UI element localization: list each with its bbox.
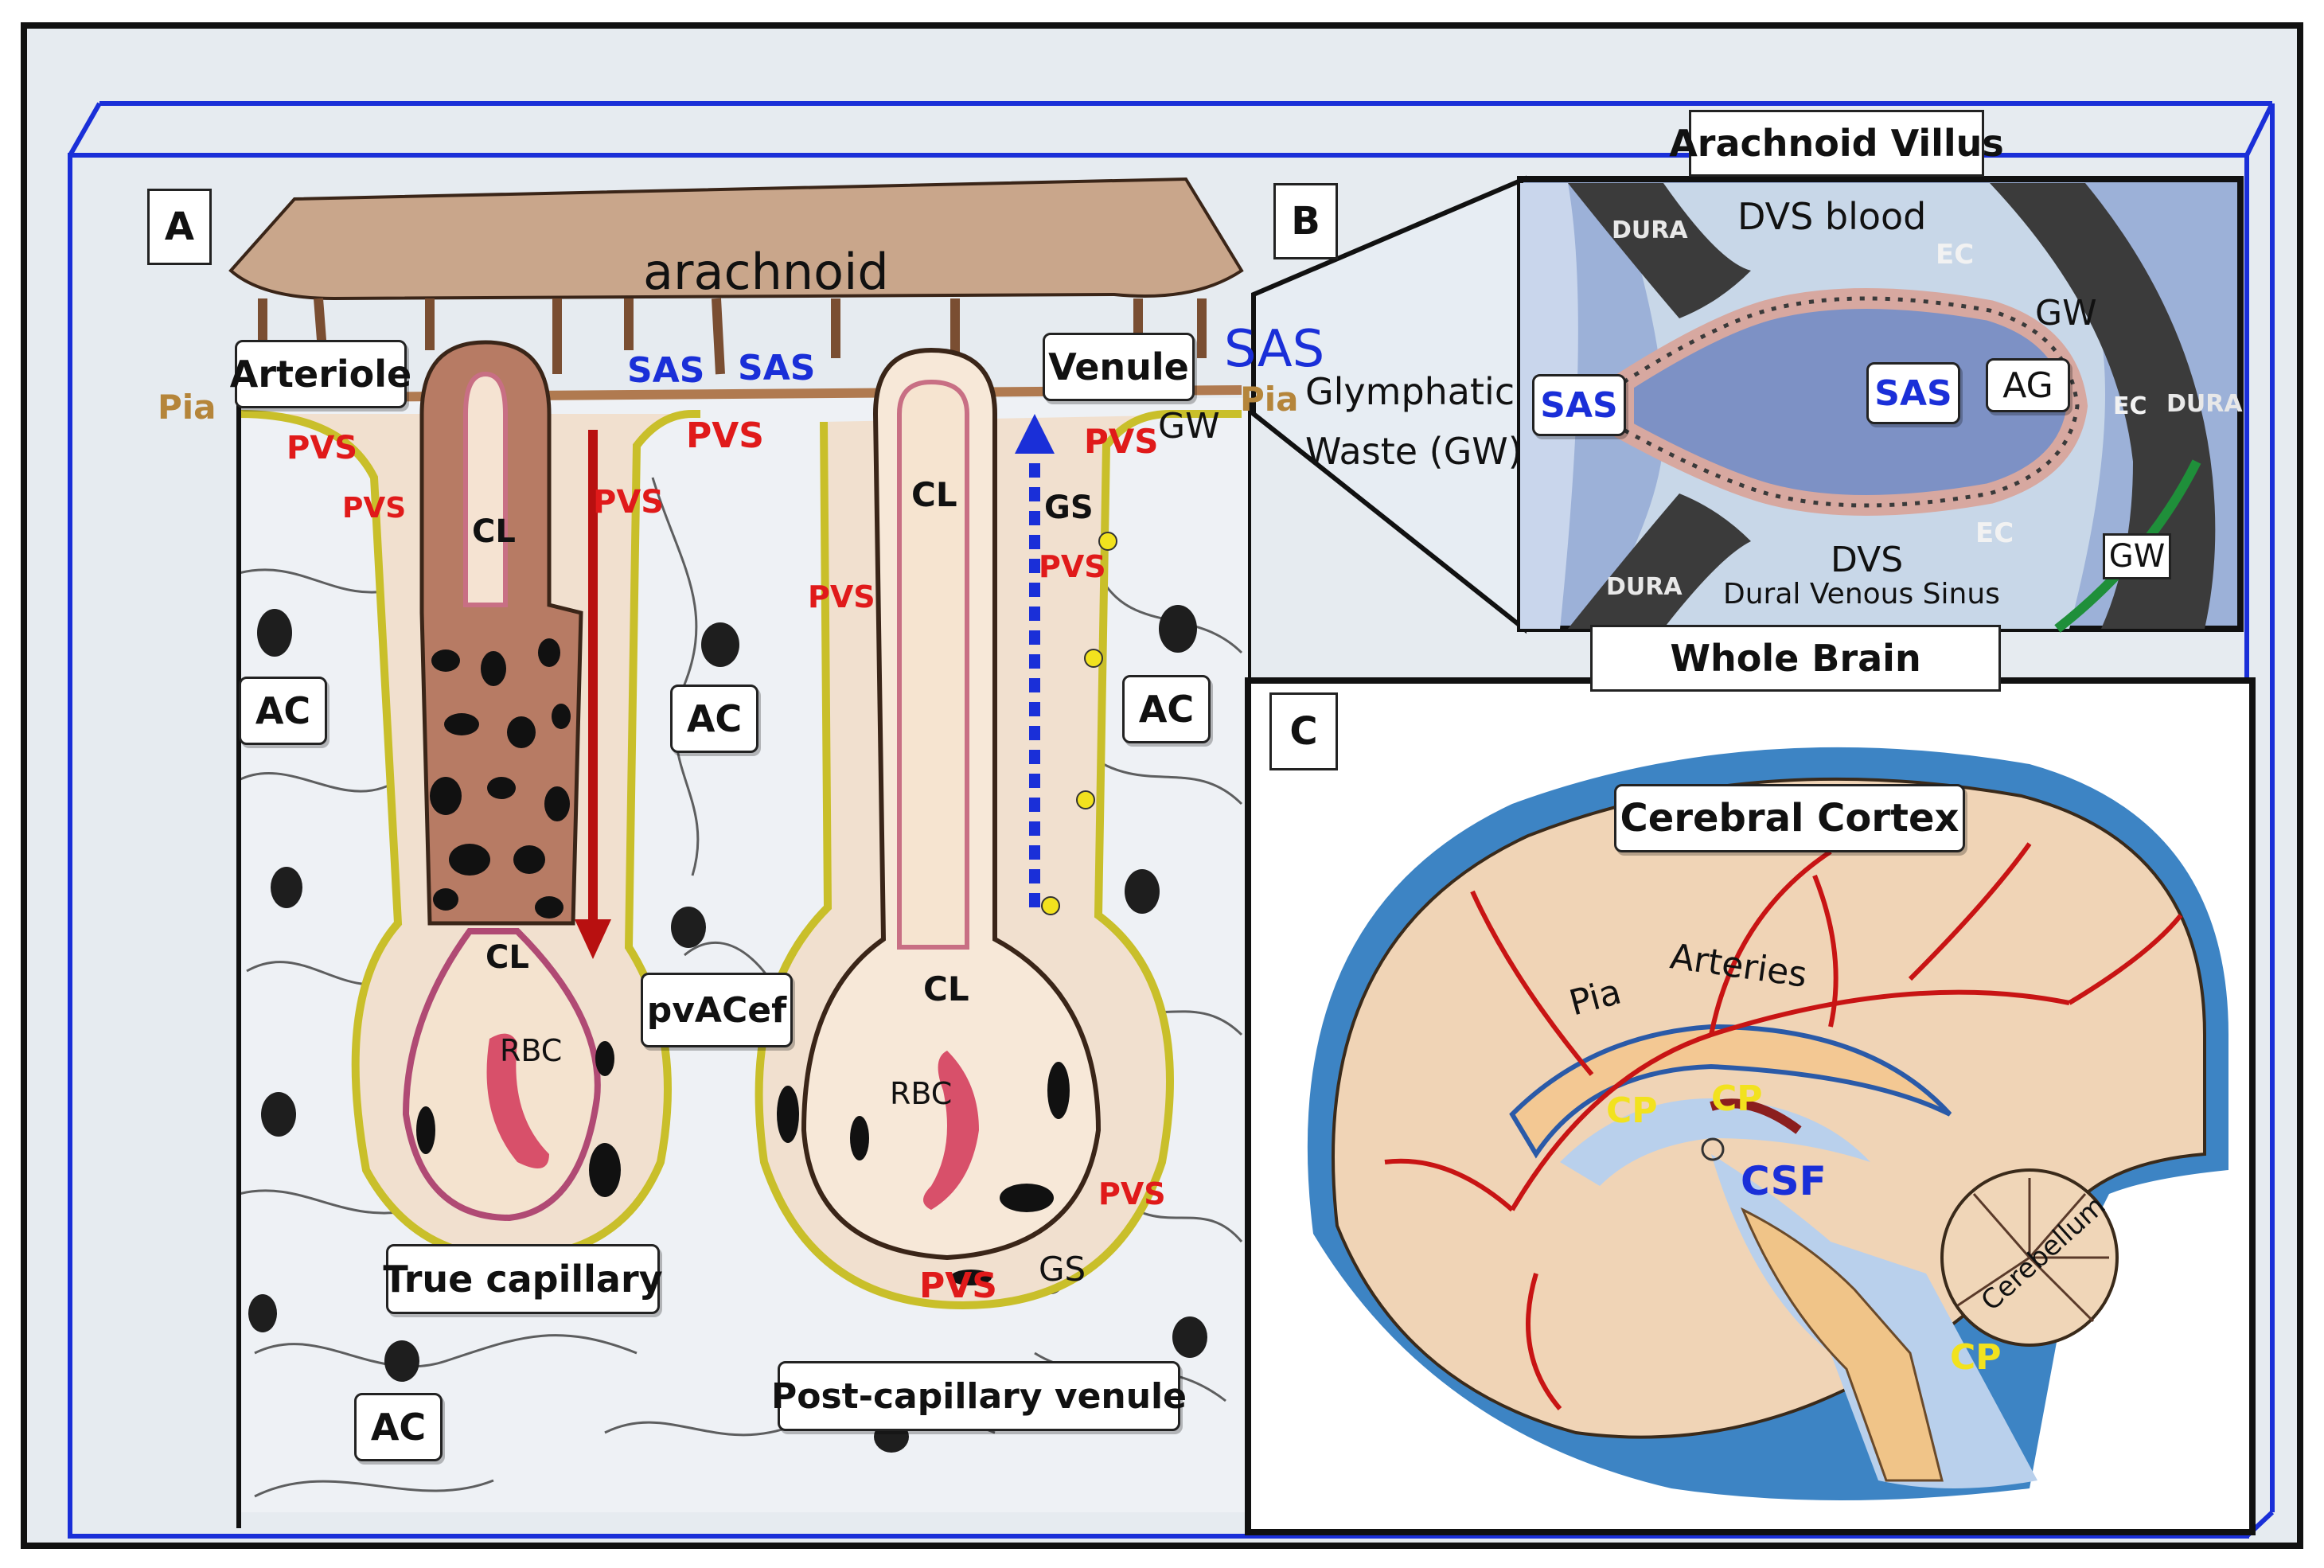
- ac-label: AC: [1122, 675, 1211, 743]
- venule-label: Venule: [1043, 333, 1195, 401]
- ag-label: AG: [1986, 358, 2070, 412]
- cl-label: CL: [911, 475, 957, 514]
- sas-label-big: SAS: [1224, 320, 1325, 379]
- rbc-label: RBC: [500, 1033, 563, 1068]
- panel-c-illustration: [1245, 677, 2256, 1535]
- true-capillary-label: True capillary: [383, 1244, 663, 1314]
- csf-foramen: [1701, 1137, 1725, 1161]
- gw-label-b1: GW: [2035, 293, 2097, 333]
- cerebral-cortex-label: Cerebral Cortex: [1614, 784, 1965, 852]
- brainstem: [1741, 1207, 1944, 1482]
- pvs-label: PVS: [1098, 1176, 1166, 1211]
- arteriole-muscle-cells: [430, 638, 571, 919]
- pvs-label: PVS: [686, 415, 764, 456]
- venule-pericytes: [777, 1062, 1070, 1285]
- csf-label: CSF: [1741, 1158, 1827, 1204]
- arteriole-wall: [419, 340, 583, 926]
- glymphatic-solute-dots: [1041, 532, 1117, 915]
- pvs-label: PVS: [342, 492, 407, 525]
- influx-arrowhead: [575, 919, 611, 959]
- gs-label: GS: [1044, 490, 1094, 526]
- ec-label: EC: [1936, 239, 1975, 271]
- sas-label-b-left: SAS: [1532, 374, 1626, 436]
- cerebellum-folia: [1957, 1178, 2109, 1323]
- pvacef-label: pvACef: [641, 973, 793, 1047]
- cl-label: CL: [485, 939, 529, 976]
- dvs-blood-label: DVS blood: [1737, 195, 1927, 238]
- sas-label-1: SAS: [627, 350, 705, 391]
- dural-venous-sinus-label: Dural Venous Sinus: [1723, 578, 2000, 610]
- ac-label: AC: [239, 677, 327, 745]
- glymphatic-label-line1: Glymphatic: [1305, 370, 1515, 413]
- corpus-callosum: [1509, 1024, 1952, 1159]
- cp-label: CP: [1711, 1078, 1763, 1119]
- arteriole-lumen: [463, 371, 508, 607]
- ec-label: EC: [1975, 517, 2014, 549]
- ac-label: AC: [354, 1393, 443, 1461]
- venule-lumen-inner: [897, 379, 969, 950]
- panel-a-letter: A: [147, 189, 212, 265]
- arachnoid-granulation-edge: [1622, 296, 2080, 508]
- gs-label: GS: [1039, 1250, 1086, 1289]
- ec-label: EC: [2113, 392, 2147, 420]
- whole-brain-label: Whole Brain: [1590, 625, 2001, 692]
- cp-label: CP: [1950, 1337, 2002, 1378]
- panel-b-letter: B: [1273, 183, 1338, 259]
- efflux-arrowhead: [1015, 414, 1055, 454]
- gw-label-a: GW: [1158, 406, 1220, 447]
- cl-label: CL: [923, 969, 969, 1008]
- arteriole-label: Arteriole: [230, 340, 411, 408]
- arachnoid-villus-title: Arachnoid Villus: [1669, 110, 2004, 177]
- pvs-label: PVS: [1084, 422, 1159, 461]
- cl-label: CL: [472, 513, 516, 550]
- choroid-plexus: [1710, 1098, 1802, 1134]
- panel-a-illustration: [228, 177, 1251, 1528]
- dura-label: DURA: [2166, 390, 2243, 418]
- rbc-right: [923, 1051, 979, 1210]
- ac-label: AC: [670, 685, 758, 753]
- dura-lower: [1568, 493, 1751, 629]
- pvs-label: PVS: [593, 484, 665, 521]
- pvs-label: PVS: [287, 430, 358, 466]
- sas-label-b-center: SAS: [1866, 362, 1960, 424]
- pial-arteries: [1384, 842, 2183, 1410]
- pvs-label: PVS: [808, 579, 875, 614]
- pvs-label: PVS: [1039, 549, 1106, 584]
- pia-label-right: Pia: [1240, 380, 1299, 419]
- gw-label-b2: GW: [2103, 533, 2171, 579]
- rbc-left: [486, 1033, 549, 1168]
- post-capillary-venule-label: Post-capillary venule: [771, 1361, 1187, 1431]
- arachnoid-layer: [228, 177, 1244, 301]
- cp-label: CP: [1606, 1090, 1658, 1131]
- dura-upper: [1568, 183, 1751, 318]
- sas-label-2: SAS: [738, 348, 816, 388]
- dvs-label: DVS: [1831, 540, 1904, 580]
- dura-label: DURA: [1612, 216, 1688, 244]
- dura-label: DURA: [1606, 573, 1683, 601]
- arachnoid-trabeculae: [258, 298, 1207, 375]
- capillary-endothelium: [416, 1041, 621, 1197]
- rbc-label: RBC: [890, 1076, 953, 1111]
- glymphatic-label-line2: Waste (GW): [1305, 430, 1523, 473]
- panel-c-letter: C: [1269, 692, 1338, 770]
- arachnoid-label: arachnoid: [643, 243, 889, 301]
- pvs-label: PVS: [919, 1266, 997, 1306]
- pia-label-left: Pia: [158, 388, 216, 427]
